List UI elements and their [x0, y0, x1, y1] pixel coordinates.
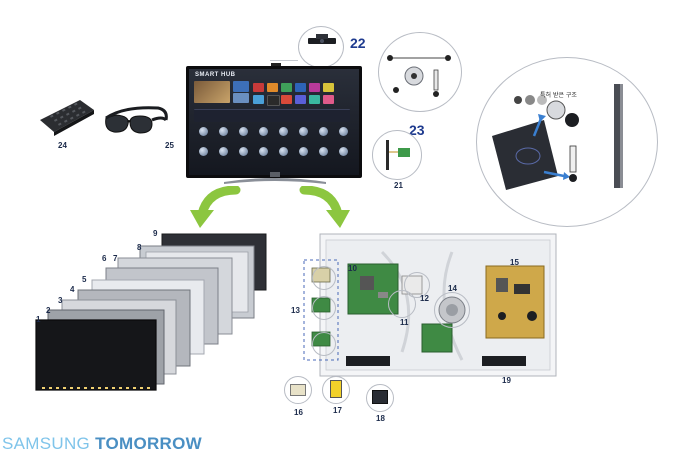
part-label-17: 17: [333, 406, 342, 415]
part-17-module: [330, 380, 342, 398]
hub-tile-featured: [194, 81, 230, 103]
callout-circle-12: [404, 272, 430, 298]
part-label-19: 19: [502, 376, 511, 385]
hub-app-icon: [199, 127, 208, 136]
patent-structure-note: 특허 받은 구조: [540, 92, 577, 99]
speaker-detail-circle: [372, 130, 422, 180]
part-label-15: 15: [510, 258, 519, 267]
part-18-module: [372, 390, 388, 404]
smart-hub-title: SMART HUB: [195, 72, 236, 78]
hub-tile-app-4: [295, 83, 306, 92]
callout-circle-13a: [312, 266, 336, 290]
hub-app-icon: [299, 147, 308, 156]
part-label-8: 8: [137, 243, 142, 252]
hub-tile-app-5: [309, 83, 320, 92]
hub-app-icon: [339, 147, 348, 156]
part-label-3: 3: [58, 296, 63, 305]
part-16-module: [290, 384, 306, 396]
part-label-16: 16: [294, 408, 303, 417]
hub-app-icon: [279, 147, 288, 156]
tv-bezel-top: [271, 63, 281, 67]
camera-link-line: [270, 60, 298, 61]
part-label-7: 7: [113, 254, 118, 263]
part-label-18: 18: [376, 414, 385, 423]
part-label-23: 23: [409, 122, 425, 138]
wall-mount-exploded: [492, 84, 623, 190]
hub-tile-app-10: [295, 95, 306, 104]
stand-connector-parts: [387, 55, 451, 97]
part-label-2: 2: [46, 306, 51, 315]
brand-name-b: TOMORROW: [95, 434, 203, 453]
hub-app-icon: [299, 127, 308, 136]
hub-tile-photo: [233, 93, 249, 103]
hub-tile-strip: [194, 109, 350, 122]
callout-circle-11: [388, 290, 416, 318]
callout-circle-13b: [312, 296, 336, 320]
hub-tile-app-12: [323, 95, 334, 104]
wireless-keyboard: [40, 100, 94, 136]
callout-circle-14: [434, 292, 470, 328]
brand-logo: SAMSUNG TOMORROW: [2, 434, 202, 454]
part-label-1: 1: [36, 315, 41, 324]
part-label-4: 4: [70, 285, 75, 294]
green-arrow-left: [190, 186, 241, 228]
part-label-14: 14: [448, 284, 457, 293]
hub-tile-app-9: [281, 95, 292, 104]
tv-screen: SMART HUB: [186, 66, 362, 178]
hub-app-icon: [259, 147, 268, 156]
part-label-22: 22: [350, 35, 366, 51]
part-label-5: 5: [82, 275, 87, 284]
part-label-6: 6: [102, 254, 107, 263]
green-arrow-right: [299, 186, 350, 228]
brand-name-a: SAMSUNG: [2, 434, 91, 453]
rear-chassis: [303, 233, 557, 377]
part-label-10: 10: [348, 264, 357, 273]
hub-tile-app-3: [281, 83, 292, 92]
hub-app-icon: [279, 127, 288, 136]
hub-app-icon: [219, 127, 228, 136]
hub-app-icon: [239, 127, 248, 136]
hub-app-icon: [319, 147, 328, 156]
part-label-11: 11: [400, 318, 409, 327]
panel-layer-stack: [35, 233, 267, 391]
hub-app-icon: [199, 147, 208, 156]
speaker-board: [386, 140, 410, 170]
tv-stand: [224, 172, 326, 184]
hub-tile-app-7: [253, 95, 264, 104]
part-label-12: 12: [420, 294, 429, 303]
callout-circle-13c: [312, 332, 336, 356]
hub-app-icon: [239, 147, 248, 156]
hub-app-icon: [259, 127, 268, 136]
part-label-21: 21: [394, 181, 403, 190]
camera-callout-circle: [298, 26, 344, 68]
hub-app-icon: [219, 147, 228, 156]
hub-tile-app-2: [267, 83, 278, 92]
hub-tile-app-6: [323, 83, 334, 92]
hub-tile-app-11: [309, 95, 320, 104]
hub-tile-video: [233, 81, 249, 92]
camera-module: [308, 34, 336, 44]
part-label-9: 9: [153, 229, 158, 238]
3d-glasses: [105, 106, 168, 134]
part-label-24: 24: [58, 141, 67, 150]
hub-app-icon: [339, 127, 348, 136]
part-label-13: 13: [291, 306, 300, 315]
part-label-25: 25: [165, 141, 174, 150]
hub-app-icon: [319, 127, 328, 136]
hub-tile-app-1: [253, 83, 264, 92]
hub-tile-app-8: [267, 95, 280, 106]
